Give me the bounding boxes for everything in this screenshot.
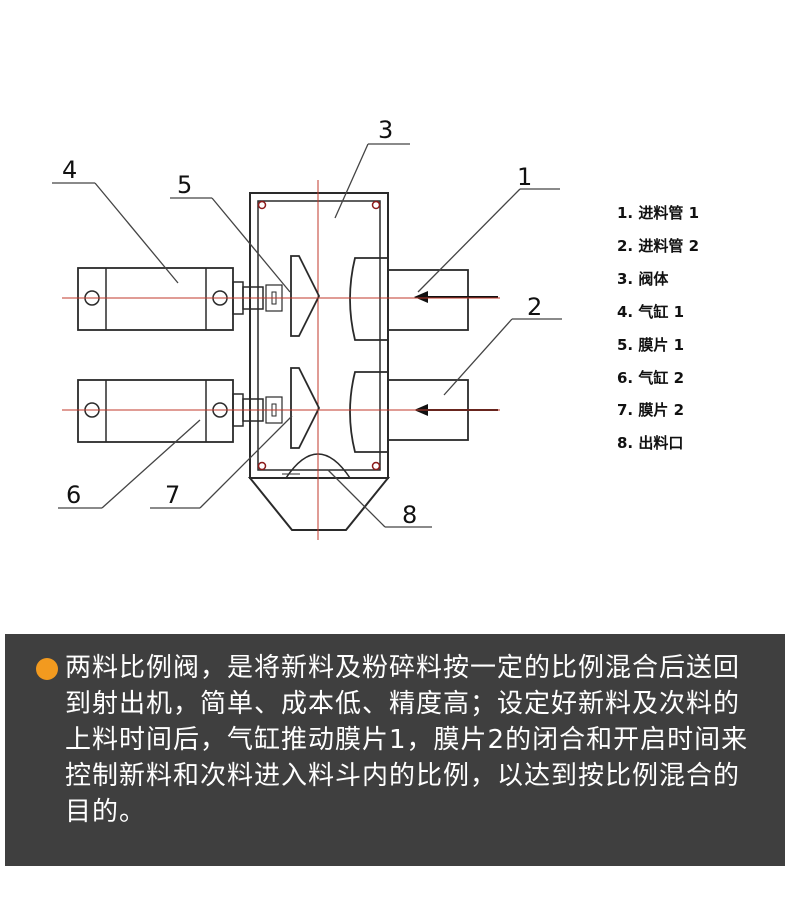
right-inner-blocks [349, 257, 389, 453]
legend-item-5: 5. 膜片 1 [617, 336, 684, 354]
callout-8: 8 [402, 501, 417, 529]
cylinder-1 [77, 267, 283, 331]
diaphragm-2 [290, 367, 321, 449]
legend-item-2: 2. 进料管 2 [617, 237, 699, 255]
callout-3: 3 [378, 116, 393, 144]
inlet-pipe-1 [387, 269, 498, 331]
description-panel: 两料比例阀，是将新料及粉碎料按一定的比例混合后送回到射出机，简单、成本低、精度高… [5, 634, 785, 866]
leader-lines [52, 143, 562, 528]
outlet-hopper [247, 453, 391, 531]
callout-5: 5 [177, 171, 192, 199]
legend-item-3: 3. 阀体 [617, 270, 669, 288]
description-text: 两料比例阀，是将新料及粉碎料按一定的比例混合后送回到射出机，简单、成本低、精度高… [65, 653, 749, 827]
valve-diagram: 1 2 3 4 5 6 7 8 1. 进料管 1 2. 进料管 2 3. 阀体 … [52, 116, 699, 540]
legend-item-7: 7. 膜片 2 [617, 401, 684, 419]
legend-item-1: 1. 进料管 1 [617, 204, 699, 222]
callout-2: 2 [527, 293, 542, 321]
callout-6: 6 [66, 481, 81, 509]
callout-1: 1 [517, 163, 532, 191]
legend-item-4: 4. 气缸 1 [617, 303, 684, 321]
legend-item-8: 8. 出料口 [617, 434, 683, 452]
callout-7: 7 [165, 481, 180, 509]
diaphragm-1 [290, 255, 321, 337]
callout-4: 4 [62, 156, 77, 184]
bullet-dot-icon [36, 658, 58, 680]
legend: 1. 进料管 1 2. 进料管 2 3. 阀体 4. 气缸 1 5. 膜片 1 … [617, 204, 699, 452]
legend-item-6: 6. 气缸 2 [617, 369, 684, 387]
cylinder-2 [77, 379, 283, 443]
valve-body [249, 192, 389, 479]
